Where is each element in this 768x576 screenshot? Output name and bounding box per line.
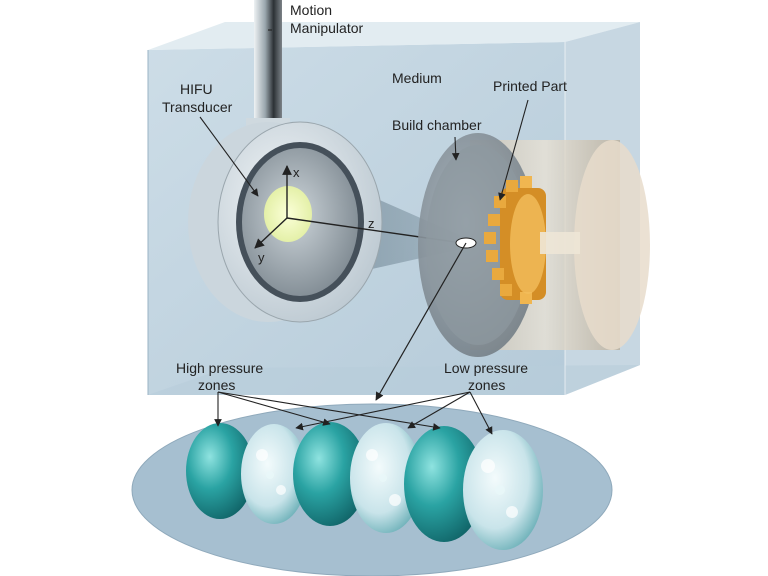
label-low-pressure-line1: Low pressure xyxy=(444,360,528,376)
label-build-chamber: Build chamber xyxy=(392,117,482,133)
high-pressure-zone xyxy=(186,423,254,519)
label-medium: Medium xyxy=(392,70,442,86)
label-hifu-line2: Transducer xyxy=(162,99,233,115)
low-pressure-zone xyxy=(350,423,422,533)
label-printed-part: Printed Part xyxy=(493,78,567,94)
label-high-pressure-line2: zones xyxy=(198,377,235,393)
low-pressure-zone xyxy=(463,430,543,550)
printed-part-gear xyxy=(484,176,580,304)
label-motion-manipulator-line1: Motion xyxy=(290,2,332,18)
high-pressure-zone xyxy=(293,422,367,526)
label-high-pressure-line1: High pressure xyxy=(176,360,263,376)
pressure-zones xyxy=(186,422,543,550)
z-axis-label: z xyxy=(368,216,375,231)
leader-lines xyxy=(199,29,529,435)
label-motion-manipulator-line2: Manipulator xyxy=(290,20,363,36)
high-pressure-zone xyxy=(404,426,484,542)
label-hifu-line1: HIFU xyxy=(180,81,213,97)
low-pressure-zone xyxy=(241,424,307,524)
y-axis-label: y xyxy=(258,250,265,265)
x-axis-label: x xyxy=(293,165,300,180)
label-low-pressure-line2: zones xyxy=(468,377,505,393)
hifu-transducer xyxy=(188,121,383,323)
